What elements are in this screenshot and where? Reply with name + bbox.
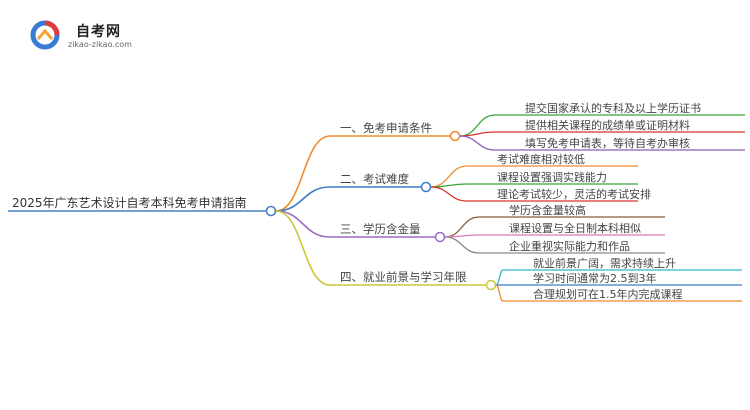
leaf-connector <box>459 135 496 151</box>
branch-connector <box>275 210 331 286</box>
leaf-label: 提供相关课程的成绩单或证明材料 <box>525 118 690 132</box>
leaf-label: 填写免考申请表，等待自考办审核 <box>525 136 690 150</box>
leaf-label: 理论考试较少，灵活的考试安排 <box>497 187 651 201</box>
leaf-label: 企业重视实际能力和作品 <box>509 239 630 253</box>
leaf-label: 就业前景广阔，需求持续上升 <box>533 256 676 270</box>
branch-connector <box>275 135 331 212</box>
logo-url: zikao-zikao.com <box>68 40 132 49</box>
branch-connector <box>275 186 331 212</box>
logo-icon <box>30 20 60 50</box>
leaf-connector <box>495 269 504 286</box>
branch-node[interactable] <box>449 130 461 142</box>
logo-name: 自考网 <box>76 24 121 40</box>
leaf-label: 合理规划可在1.5年内完成课程 <box>533 287 683 301</box>
leaf-label: 考试难度相对较低 <box>497 152 585 166</box>
branch-connector <box>275 210 331 238</box>
leaf-connector <box>444 216 480 238</box>
branch-label: 一、免考申请条件 <box>340 121 432 135</box>
leaf-connector <box>459 131 496 137</box>
branch-node[interactable] <box>420 181 432 193</box>
leaf-connector <box>444 236 480 254</box>
leaf-connector <box>430 186 468 202</box>
site-logo[interactable]: 自考网 zikao-zikao.com <box>30 18 160 52</box>
leaf-label: 课程设置强调实践能力 <box>497 170 607 184</box>
branch-label: 三、学历含金量 <box>340 222 421 236</box>
leaf-connector <box>430 183 468 188</box>
root-label: 2025年广东艺术设计自考本科免考申请指南 <box>12 195 247 210</box>
root-node[interactable] <box>265 205 277 217</box>
leaf-label: 提交国家承认的专科及以上学历证书 <box>525 101 701 115</box>
branch-label: 二、考试难度 <box>340 172 409 186</box>
leaf-label: 学习时间通常为2.5到3年 <box>533 271 657 285</box>
leaf-label: 课程设置与全日制本科相似 <box>509 221 641 235</box>
leaf-label: 学历含金量较高 <box>509 203 586 217</box>
leaf-connector <box>495 284 504 302</box>
branch-node[interactable] <box>434 231 446 243</box>
branch-label: 四、就业前景与学习年限 <box>340 270 467 284</box>
branch-node[interactable] <box>485 279 497 291</box>
leaf-connector <box>459 114 496 137</box>
